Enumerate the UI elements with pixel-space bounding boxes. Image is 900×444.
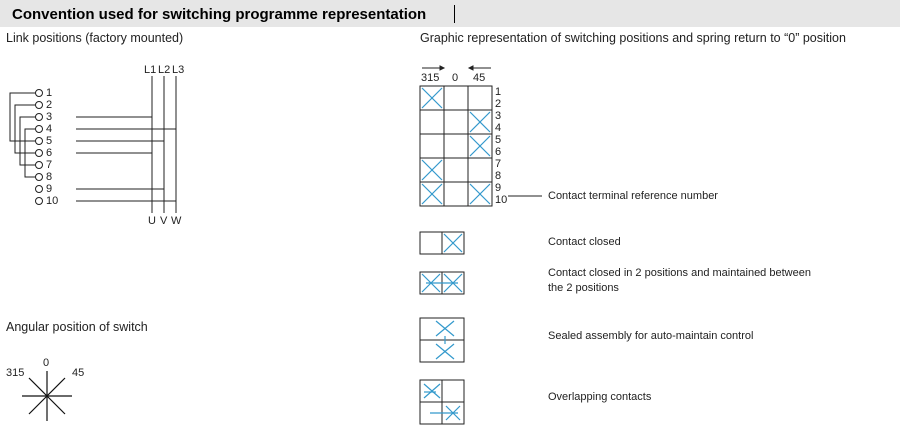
contact-cross bbox=[421, 159, 443, 181]
contact-cross bbox=[469, 135, 491, 157]
grid-terminal-label: 10 bbox=[495, 194, 508, 206]
terminal-label: 10 bbox=[46, 195, 59, 207]
overlapping-contacts-symbol bbox=[419, 379, 465, 425]
sealed-assembly-symbol bbox=[419, 317, 465, 363]
link-positions-title: Link positions (factory mounted) bbox=[6, 31, 184, 45]
legend-text-sealed-assembly: Sealed assembly for auto-maintain contro… bbox=[548, 330, 754, 342]
star-diag-2 bbox=[28, 377, 66, 415]
terminal-circle bbox=[35, 89, 43, 97]
angle-label-315: 315 bbox=[6, 367, 25, 379]
grid-terminal-label: 6 bbox=[495, 146, 502, 158]
contact-cross bbox=[469, 183, 491, 205]
angular-position-title: Angular position of switch bbox=[6, 320, 148, 334]
terminal-label: 4 bbox=[46, 123, 53, 135]
output-label-U: U bbox=[148, 215, 156, 227]
grid-frame bbox=[419, 85, 493, 207]
terminal-circle bbox=[35, 137, 43, 145]
page-title: Convention used for switching programme … bbox=[12, 6, 427, 23]
arrow-315-head bbox=[439, 65, 446, 71]
grid-terminal-label: 7 bbox=[495, 158, 502, 170]
terminal-label: 8 bbox=[46, 171, 53, 183]
terminal-circle bbox=[35, 197, 43, 205]
grid-terminal-label: 3 bbox=[495, 110, 502, 122]
terminal-circle bbox=[35, 185, 43, 193]
line-label-L1: L1 bbox=[144, 64, 157, 76]
star-diag-1 bbox=[28, 377, 66, 415]
terminal-label: 7 bbox=[46, 159, 53, 171]
output-label-W: W bbox=[171, 215, 182, 227]
link-1-5 bbox=[9, 92, 36, 142]
grid-terminal-label: 9 bbox=[495, 182, 502, 194]
grid-terminal-label: 2 bbox=[495, 98, 502, 110]
output-label-V: V bbox=[160, 215, 168, 227]
line-label-L3: L3 bbox=[172, 64, 185, 76]
contact-closed-2-positions-symbol bbox=[419, 271, 465, 295]
title-bar: Convention used for switching programme … bbox=[0, 0, 900, 27]
terminal-circle bbox=[35, 173, 43, 181]
grid-terminal-label: 1 bbox=[495, 86, 502, 98]
grid-terminal-label: 8 bbox=[495, 170, 502, 182]
link-3-7 bbox=[19, 116, 36, 166]
legend-text-overlapping: Overlapping contacts bbox=[548, 391, 652, 403]
link-4-8 bbox=[24, 128, 36, 178]
legend-text-closed-2-positions-line1: Contact closed in 2 positions and mainta… bbox=[548, 267, 811, 279]
arrow-45-head bbox=[467, 65, 474, 71]
terminal-circle bbox=[35, 149, 43, 157]
contact-closed-symbol bbox=[419, 231, 465, 255]
reference-label: Contact terminal reference number bbox=[548, 190, 718, 202]
link-2-6 bbox=[14, 104, 36, 154]
line-label-L2: L2 bbox=[158, 64, 171, 76]
angle-label-0: 0 bbox=[43, 357, 50, 369]
graphic-representation-title: Graphic representation of switching posi… bbox=[420, 31, 846, 45]
column-label-315: 315 bbox=[421, 72, 440, 84]
legend-text-closed-2-positions-line2: the 2 positions bbox=[548, 282, 619, 294]
angle-label-45: 45 bbox=[72, 367, 85, 379]
terminal-circle bbox=[35, 113, 43, 121]
terminal-label: 5 bbox=[46, 135, 53, 147]
grid-terminal-label: 4 bbox=[495, 122, 502, 134]
terminal-circle bbox=[35, 125, 43, 133]
column-label-45: 45 bbox=[473, 72, 486, 84]
text-cursor bbox=[454, 5, 455, 23]
terminal-label: 1 bbox=[46, 87, 53, 99]
terminal-label: 9 bbox=[46, 183, 53, 195]
legend-text-contact-closed: Contact closed bbox=[548, 236, 621, 248]
terminal-label: 6 bbox=[46, 147, 53, 159]
grid-terminal-label: 5 bbox=[495, 134, 502, 146]
column-label-0: 0 bbox=[452, 72, 459, 84]
terminal-circle bbox=[35, 161, 43, 169]
contact-cross bbox=[421, 87, 443, 109]
terminal-label: 3 bbox=[46, 111, 53, 123]
contact-cross bbox=[469, 111, 491, 133]
contact-cross bbox=[421, 183, 443, 205]
terminal-label: 2 bbox=[46, 99, 53, 111]
terminal-circle bbox=[35, 101, 43, 109]
